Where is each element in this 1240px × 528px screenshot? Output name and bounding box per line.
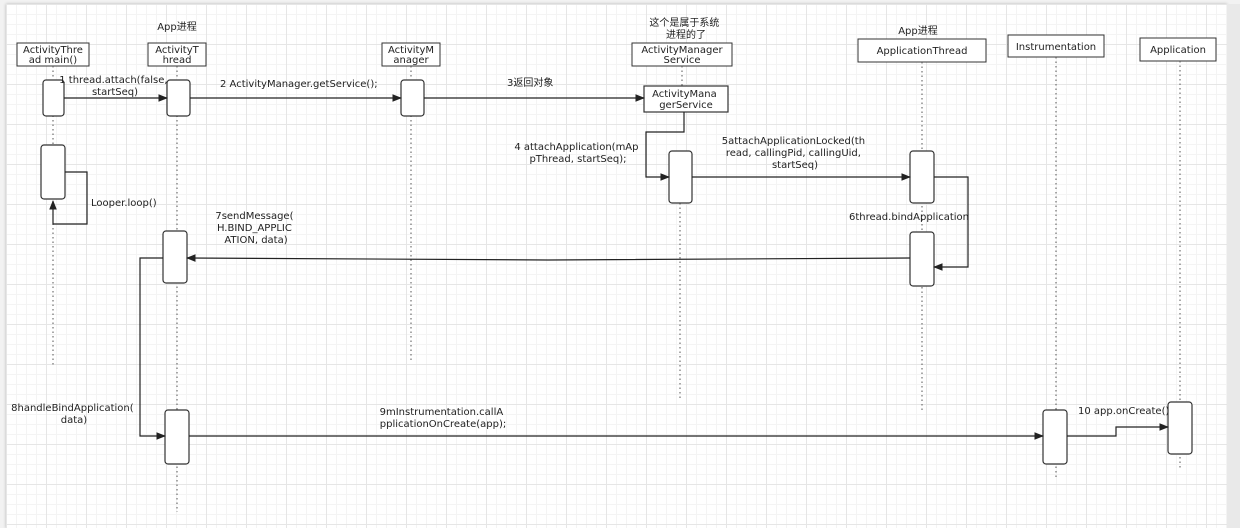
activation-activitythread-handlebind[interactable]	[164, 409, 190, 465]
activation-main-loop[interactable]	[40, 144, 66, 200]
message-label-m2: 2 ActivityManager.getService();	[220, 79, 378, 90]
activation-instrumentation[interactable]	[1042, 409, 1068, 465]
svg-text:ActivityManager: ActivityManager	[388, 45, 434, 66]
message-label-m10: 10 app.onCreate()	[1078, 406, 1169, 417]
activation-activitymanager[interactable]	[400, 79, 425, 117]
arrow-m6[interactable]	[933, 176, 969, 271]
canvas-scroll-edge	[1227, 4, 1240, 528]
participant-application[interactable]: Application	[1139, 37, 1217, 62]
returned-object-label: ActivityMana gerService	[652, 89, 720, 111]
message-label-m8: 8handleBindApplication( data)	[11, 403, 137, 426]
activation-applicationthread-bind[interactable]	[909, 231, 935, 287]
message-label-m4: 4 attachApplication(mAp pThread, startSe…	[514, 142, 641, 165]
participant-applicationthread[interactable]: ApplicationThread	[857, 38, 987, 63]
arrow-looper-loop[interactable]	[49, 171, 88, 225]
arrow-m8[interactable]	[139, 257, 166, 440]
participant-instrumentation[interactable]: Instrumentation	[1007, 34, 1105, 58]
activation-returned-object[interactable]	[643, 85, 729, 113]
message-label-m5: 5attachApplicationLocked(th read, callin…	[722, 136, 868, 171]
arrow-m4[interactable]	[645, 112, 685, 181]
svg-text:Instrumentation: Instrumentation	[1016, 42, 1096, 53]
message-label-m1: 1 thread.attach(false, startSeq)	[59, 75, 171, 98]
activation-application[interactable]	[1167, 401, 1193, 455]
arrow-m10[interactable]	[1067, 423, 1169, 437]
arrow-m7[interactable]	[186, 254, 911, 262]
message-label-m9: 9mInstrumentation.callA pplicationOnCrea…	[380, 407, 507, 430]
diagram-canvas[interactable]	[6, 4, 1227, 528]
message-label-m6: 6thread.bindApplication	[849, 212, 969, 223]
message-label-m7: 7sendMessage( H.BIND_APPLIC ATION, data)	[215, 211, 296, 246]
message-label-looper-loop: Looper.loop()	[91, 198, 157, 209]
activation-applicationthread-locked[interactable]	[909, 150, 935, 204]
group-label-app-process-left: App进程	[157, 21, 197, 33]
group-label-app-process-right: App进程	[898, 25, 938, 37]
group-label-system-process: 这个是属于系统 进程的了	[649, 16, 722, 41]
svg-text:ApplicationThread: ApplicationThread	[877, 46, 968, 57]
activation-ams-attachapplication[interactable]	[668, 150, 693, 204]
svg-text:Application: Application	[1150, 45, 1206, 56]
activation-activitythread-h[interactable]	[162, 230, 188, 284]
message-label-m3: 3返回对象	[507, 76, 553, 89]
